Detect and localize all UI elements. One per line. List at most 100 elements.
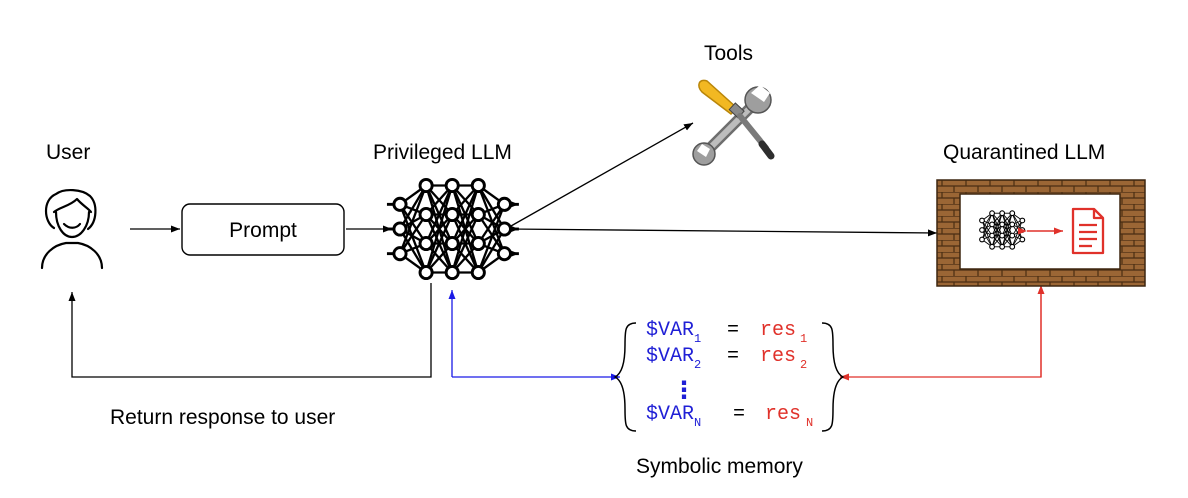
nn-node [1019, 236, 1026, 243]
user-label: User [46, 141, 90, 164]
nn-node [496, 246, 512, 262]
nn-edge [1011, 212, 1023, 231]
nn-node [496, 196, 512, 212]
nn-node [392, 221, 408, 237]
nn-edge [477, 228, 506, 274]
nn-node [470, 177, 486, 194]
nn-edge [477, 203, 506, 273]
nn-node [1019, 227, 1026, 233]
nn-edge [451, 185, 480, 273]
nn-node [999, 232, 1006, 239]
nn-edge [425, 185, 454, 244]
nn-edge [399, 213, 428, 255]
nn-node [1009, 243, 1016, 250]
nn-node [999, 243, 1006, 250]
nn-node [989, 232, 995, 239]
prompt-label: Prompt [229, 219, 297, 242]
nn-edge [451, 214, 480, 273]
memory-res-sub: 1 [800, 332, 807, 346]
nn-edge [981, 229, 993, 248]
privileged-llm-label: Privileged LLM [373, 141, 512, 164]
memory-eq: = [733, 403, 745, 426]
nn-edge [991, 224, 1003, 247]
llm-tools-arrow [501, 122, 694, 234]
nn-edge [399, 228, 428, 274]
nn-edge [1001, 224, 1013, 247]
return-response-label: Return response to user [110, 406, 335, 429]
memory-var-sub: N [694, 416, 701, 430]
tools-label: Tools [704, 42, 753, 65]
nn-node [392, 196, 408, 212]
nn-node [444, 235, 460, 252]
nn-edge [398, 185, 428, 255]
nn-node [418, 235, 434, 252]
memory-res: res [765, 403, 801, 426]
nn-edge [1011, 213, 1023, 240]
nn-node [444, 206, 460, 223]
memory-var-sub: 2 [694, 358, 701, 372]
nn-node [979, 236, 985, 243]
nn-node [1019, 217, 1026, 224]
nn-edge [981, 224, 993, 240]
nn-edge [981, 212, 993, 231]
nn-edge [1011, 220, 1023, 247]
nn-edge [477, 184, 506, 230]
neural-network-icon [386, 177, 519, 281]
nn-edge [399, 203, 428, 245]
nn-edge [451, 185, 480, 244]
nn-node [989, 210, 995, 217]
nn-edge [1001, 213, 1013, 236]
quarantined-llm-label: Quarantined LLM [943, 141, 1105, 164]
nn-node [989, 243, 995, 250]
memory-right-brace [821, 322, 845, 432]
return-response-arrow [68, 283, 432, 378]
memory-res-sub: N [806, 416, 813, 430]
nn-node [1009, 221, 1016, 228]
memory-var: $VAR [646, 345, 694, 368]
memory-res: res [760, 345, 796, 368]
nn-edge [1011, 220, 1023, 236]
nn-node [470, 235, 486, 252]
document-icon [1071, 207, 1105, 255]
nn-edge [477, 203, 506, 245]
memory-var-sub: 1 [694, 332, 701, 346]
wrench-screwdriver-icon [692, 79, 775, 166]
nn-edge [991, 213, 1003, 236]
nn-node [496, 221, 512, 237]
nn-node [444, 177, 460, 194]
nn-node [1009, 232, 1016, 239]
nn-edge [981, 220, 993, 247]
nn-edge [425, 214, 454, 273]
nn-node [418, 177, 434, 194]
memory-ellipsis: ⋮ [672, 376, 696, 404]
nn-edge [399, 184, 428, 230]
prompt-box [181, 203, 345, 256]
nn-node [418, 264, 434, 281]
nn-node [418, 206, 434, 223]
nn-node [979, 217, 985, 224]
nn-node [999, 210, 1006, 217]
nn-edge [398, 203, 428, 273]
memory-left-brace [613, 322, 637, 432]
nn-edge [424, 185, 454, 273]
nn-edge [1001, 213, 1013, 247]
quarantined-to-memory-red-arrow [840, 291, 1042, 381]
nn-edge [981, 213, 993, 240]
nn-node [392, 246, 408, 262]
memory-res-sub: 2 [800, 358, 807, 372]
nn-node [470, 206, 486, 223]
memory-var: $VAR [646, 319, 694, 342]
nn-node [999, 221, 1006, 228]
memory-res: res [760, 319, 796, 342]
nn-node [444, 264, 460, 281]
memory-eq: = [727, 319, 739, 342]
nn-edge [1011, 224, 1023, 240]
symbolic-memory-label: Symbolic memory [636, 455, 803, 478]
llm-to-quarantined-arrow [507, 228, 938, 237]
memory-eq: = [727, 345, 739, 368]
